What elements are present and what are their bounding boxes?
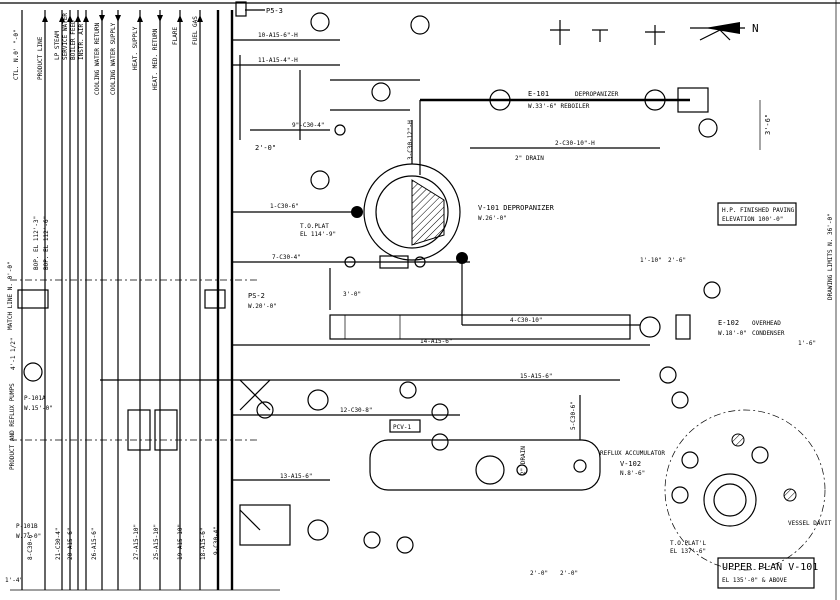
rack-label: CTL. N.0' "-0" (13, 29, 20, 80)
svg-text:1'-10": 1'-10" (640, 257, 662, 264)
instrument-bubbles (256, 281, 721, 554)
svg-text:T.O.PLAT: T.O.PLAT (300, 223, 329, 230)
rack-label: HEAT. SUPPLY (132, 26, 139, 70)
rack-label: LP STEAM (54, 31, 61, 60)
svg-text:PS-2: PS-2 (248, 292, 265, 300)
upper-plan-subtitle: EL 135'-0" & ABOVE (722, 577, 787, 584)
north-label: N (752, 22, 759, 35)
svg-text:N.8'-6": N.8'-6" (620, 470, 645, 477)
equip-tag: E-101 (528, 90, 549, 98)
svg-text:9"-C30-4": 9"-C30-4" (292, 122, 325, 129)
mid-piping: 7-C30-4" 3'-0" 4-C30-10" (232, 252, 640, 326)
svg-text:11-A15-4"-H: 11-A15-4"-H (258, 57, 298, 64)
rack-label: COOLING WATER SUPPLY (110, 22, 117, 95)
svg-text:7-C30-4": 7-C30-4" (272, 254, 301, 261)
svg-text:BOP. EL 112'-3": BOP. EL 112'-3" (33, 216, 40, 270)
svg-text:W.7'-0": W.7'-0" (16, 533, 41, 540)
svg-text:W.15'-0": W.15'-0" (24, 405, 53, 412)
svg-text:PRODUCT AND REFLUX PUMPS: PRODUCT AND REFLUX PUMPS (9, 383, 16, 470)
equip-sub: W.33'-6" REBOILER (528, 103, 590, 110)
svg-text:19-A15-10": 19-A15-10" (177, 524, 184, 560)
equip-tag: V-101 DEPROPANIZER (478, 204, 555, 212)
svg-text:EL 137'-6": EL 137'-6" (670, 548, 706, 555)
reboiler-e101: E-101 W.33'-6" REBOILER DEPROPANIZER 2-C… (419, 87, 772, 175)
pipe-rack (10, 10, 280, 591)
svg-text:2'-0": 2'-0" (530, 570, 548, 577)
line-number: 2-C30-10"-H (555, 140, 595, 147)
svg-text:18-A15-6": 18-A15-6" (200, 527, 207, 560)
rack-label: HEAT. MED. RETURN (152, 28, 159, 90)
upper-plan-v101: UPPER PLAN V-101 EL 135'-0" & ABOVE VESS… (664, 409, 832, 589)
upper-piping: 10-A15-6"-H 11-A15-4"-H 9"-C30-4" 2'-0" (232, 12, 430, 152)
rack-line-labels: CTL. N.0' "-0" PRODUCT LINE LP STEAM SER… (13, 13, 199, 95)
condenser-e102: E-102 W.18'-0" OVERHEAD CONDENSER 14-A15… (100, 213, 834, 381)
paving-note: H.P. FINISHED PAVING ELEVATION 100'-0" (717, 202, 797, 226)
svg-text:CONDENSER: CONDENSER (752, 330, 785, 337)
svg-text:PCV-1: PCV-1 (393, 424, 411, 431)
svg-text:OVERHEAD: OVERHEAD (752, 320, 781, 327)
drain-note: 2" DRAIN (515, 155, 544, 162)
column-label: P5-3 (266, 7, 283, 15)
svg-text:E-102: E-102 (718, 319, 739, 327)
rack-label: PRODUCT LINE (37, 36, 44, 80)
equip-name: DEPROPANIZER (575, 91, 619, 98)
lower-line-numbers: 8-C30-6" 21-C30-4" 20-A15-6" 26-A15-6" 2… (27, 524, 220, 560)
svg-text:1'-6": 1'-6" (798, 340, 816, 347)
svg-text:25-A15-10": 25-A15-10" (153, 524, 160, 560)
svg-text:P-101A: P-101A (24, 395, 46, 402)
svg-text:9-C30-4": 9-C30-4" (213, 526, 220, 555)
vessel-v101: 1-C30-6" V-101 DEPROPANIZER W.26'-0" T.O… (232, 120, 555, 261)
svg-text:W.20'-0": W.20'-0" (248, 303, 277, 310)
svg-text:4-C30-10": 4-C30-10" (510, 317, 543, 324)
svg-text:15-A15-6": 15-A15-6" (520, 373, 553, 380)
svg-text:P-101B: P-101B (16, 523, 38, 530)
rack-label: BOILER FEED (70, 20, 77, 60)
equip-sub: W.26'-0" (478, 215, 507, 222)
rack-label: SERVICE WATER (62, 13, 69, 60)
svg-text:13-A15-6": 13-A15-6" (280, 473, 313, 480)
svg-text:21-C30-4": 21-C30-4" (55, 527, 62, 560)
svg-text:EL 114'-9": EL 114'-9" (300, 231, 336, 238)
svg-text:ELEVATION 100'-0": ELEVATION 100'-0" (722, 216, 783, 223)
svg-text:2" DRAIN: 2" DRAIN (520, 446, 527, 475)
svg-text:MATCH LINE N. 0'-0": MATCH LINE N. 0'-0" (7, 261, 14, 330)
svg-text:2'-0": 2'-0" (560, 570, 578, 577)
accumulator-v102: REFLUX ACCUMULATOR V-102 N.8'-6" 12-C30-… (232, 395, 665, 577)
svg-text:20-A15-6": 20-A15-6" (67, 527, 74, 560)
north-arrow: N (690, 22, 759, 35)
svg-text:VESSEL DAVIT: VESSEL DAVIT (788, 520, 832, 527)
svg-text:3'-6": 3'-6" (764, 114, 772, 135)
rack-label: FUEL GAS (192, 16, 199, 45)
svg-text:14-A15-6": 14-A15-6" (420, 338, 453, 345)
upper-plan-title: UPPER PLAN V-101 (722, 562, 818, 573)
rack-label: COOLING WATER RETURN (94, 22, 101, 95)
svg-text:1-C30-6": 1-C30-6" (270, 203, 299, 210)
svg-text:W.18'-0": W.18'-0" (718, 330, 747, 337)
rack-label: FLARE (172, 27, 179, 45)
svg-text:3'-0": 3'-0" (343, 291, 361, 298)
svg-text:12-C30-8": 12-C30-8" (340, 407, 373, 414)
svg-text:2'-6": 2'-6" (668, 257, 686, 264)
svg-text:BOP. EL 112'-6": BOP. EL 112'-6" (43, 216, 50, 270)
svg-text:1'-4": 1'-4" (5, 577, 23, 584)
svg-text:DRAWING LIMITS N. 36'-0": DRAWING LIMITS N. 36'-0" (827, 213, 834, 300)
svg-text:4'-1 1/2": 4'-1 1/2" (10, 337, 17, 370)
svg-text:3-C30-12"-H: 3-C30-12"-H (407, 120, 414, 160)
svg-text:8-C30-6": 8-C30-6" (27, 531, 34, 560)
svg-text:REFLUX ACCUMULATOR: REFLUX ACCUMULATOR (600, 450, 665, 457)
svg-text:2'-0": 2'-0" (255, 144, 276, 152)
top-arrows (42, 15, 203, 22)
svg-text:H.P. FINISHED PAVING: H.P. FINISHED PAVING (722, 207, 795, 214)
svg-text:V-102: V-102 (620, 460, 641, 468)
pumps (127, 379, 329, 546)
svg-text:5-C30-6": 5-C30-6" (570, 401, 577, 430)
legend-symbols (550, 20, 731, 45)
svg-text:27-A15-10": 27-A15-10" (133, 524, 140, 560)
svg-text:T.O.PLAT'L: T.O.PLAT'L (670, 540, 707, 547)
svg-text:26-A15-6": 26-A15-6" (91, 527, 98, 560)
svg-text:10-A15-6"-H: 10-A15-6"-H (258, 32, 298, 39)
left-labels: MATCH LINE N. 0'-0" BOP. EL 112'-3" BOP.… (5, 216, 277, 584)
rack-label: INSTR. AIR (78, 23, 85, 60)
